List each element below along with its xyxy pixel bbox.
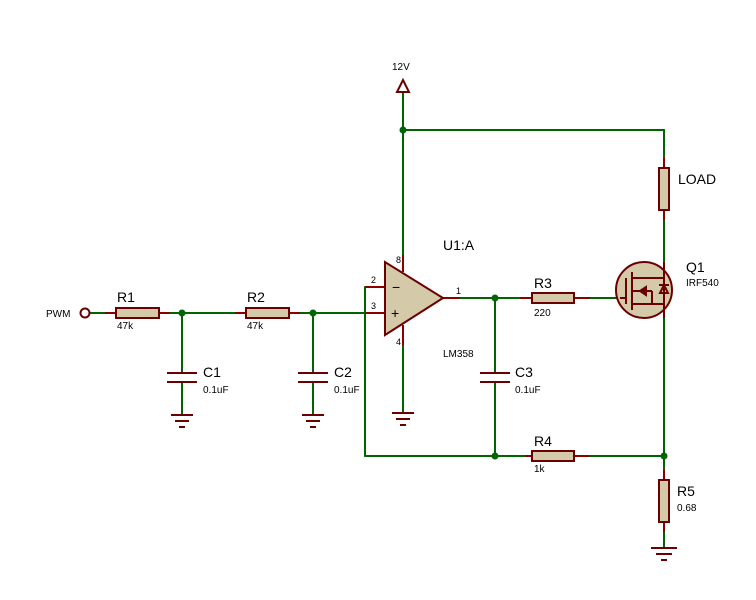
opamp-triangle: [384, 260, 445, 337]
c2-ref: C2: [334, 364, 352, 380]
junction-dot: [399, 126, 407, 134]
q1-part: IRF540: [686, 278, 719, 289]
ground-r5: [651, 547, 677, 561]
pin-4-label: 4: [396, 337, 401, 347]
resistor-body: [531, 292, 575, 304]
supply-12v: 12V: [392, 62, 411, 93]
ground-opamp: [392, 412, 414, 426]
r3-value: 220: [534, 308, 551, 319]
c2-value: 0.1uF: [334, 385, 360, 396]
resistor-load: LOAD: [658, 158, 716, 220]
supply-label: 12V: [392, 62, 410, 73]
r5-ref: R5: [677, 483, 695, 499]
junction-dot: [491, 452, 499, 460]
c1-ref: C1: [203, 364, 221, 380]
ground-icon: [392, 412, 414, 426]
q1-ref: Q1: [686, 259, 705, 275]
capacitor-c1: C1 0.1uF: [167, 364, 229, 396]
opamp-minus: −: [392, 279, 400, 295]
pin-1-label: 1: [456, 286, 461, 296]
ground-icon: [651, 547, 677, 561]
resistor-r2: R2 47k: [235, 289, 300, 332]
resistor-body: [531, 450, 575, 462]
junction-dot: [309, 309, 317, 317]
r3-ref: R3: [534, 275, 552, 291]
r4-value: 1k: [534, 464, 546, 475]
opamp-plus: +: [391, 305, 399, 321]
resistor-r3: R3 220: [520, 275, 590, 319]
junction-dot: [660, 452, 668, 460]
opamp-part: LM358: [443, 349, 474, 360]
power-arrow-icon: [395, 77, 411, 93]
r2-ref: R2: [247, 289, 265, 305]
pin-2-label: 2: [371, 275, 376, 285]
resistor-body: [115, 307, 160, 319]
resistor-body: [658, 167, 670, 211]
resistor-r5: R5 0.68: [658, 470, 697, 532]
mosfet-icon: [620, 262, 670, 318]
capacitor-c3: C3 0.1uF: [480, 364, 541, 396]
resistor-body: [658, 479, 670, 523]
ground-c1: [171, 414, 193, 428]
pwm-label: PWM: [46, 309, 70, 320]
opamp-ref: U1:A: [443, 237, 475, 253]
resistor-r1: R1 47k: [105, 289, 170, 332]
c3-ref: C3: [515, 364, 533, 380]
pin-8-label: 8: [396, 255, 401, 265]
junctions: [178, 126, 668, 460]
r1-ref: R1: [117, 289, 135, 305]
wires: [89, 91, 665, 549]
r4-ref: R4: [534, 433, 552, 449]
ground-icon: [171, 414, 193, 428]
opamp-u1a: − + 8 4 2 3 1 U1:A LM358: [365, 237, 475, 360]
pwm-terminal: PWM: [46, 307, 91, 320]
resistor-r4: R4 1k: [525, 433, 590, 475]
resistor-body: [245, 307, 290, 319]
c3-value: 0.1uF: [515, 385, 541, 396]
c1-value: 0.1uF: [203, 385, 229, 396]
load-label: LOAD: [678, 171, 716, 187]
r1-value: 47k: [117, 321, 134, 332]
r2-value: 47k: [247, 321, 264, 332]
pwm-terminal-icon: [79, 307, 91, 319]
capacitor-c2: C2 0.1uF: [298, 364, 360, 396]
junction-dot: [491, 294, 499, 302]
junction-dot: [178, 309, 186, 317]
mosfet-q1: Q1 IRF540: [615, 259, 719, 319]
ground-icon: [302, 414, 324, 428]
ground-c2: [302, 414, 324, 428]
r5-value: 0.68: [677, 503, 697, 514]
pin-3-label: 3: [371, 301, 376, 311]
